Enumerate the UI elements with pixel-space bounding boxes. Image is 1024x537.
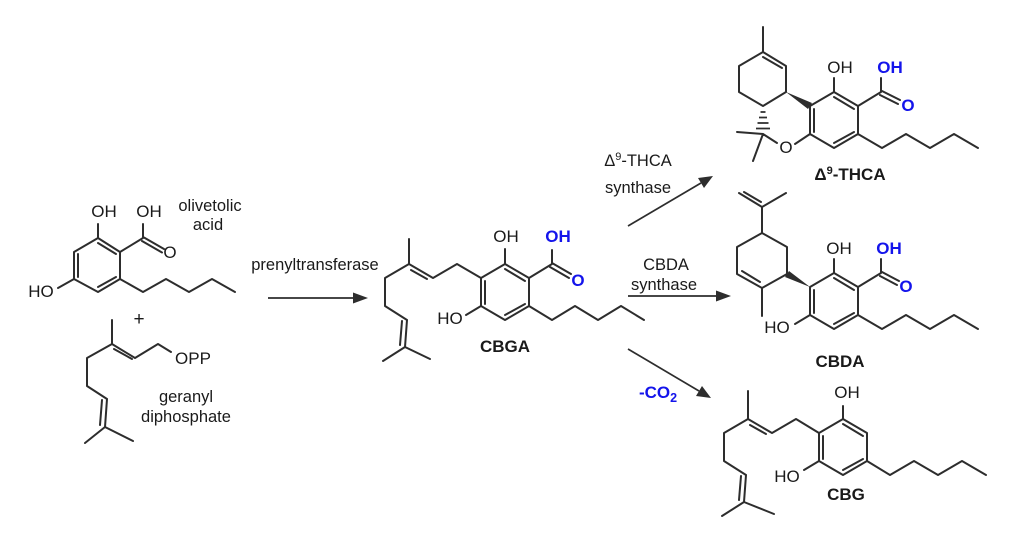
bond-skeleton bbox=[736, 192, 979, 330]
arrow-shaft bbox=[627, 182, 702, 227]
olivetolic-acid-structure: OH OH O HO olivetolic acid bbox=[28, 197, 241, 301]
compound-name: CBG bbox=[827, 485, 865, 504]
enzyme-label-line2: synthase bbox=[605, 179, 671, 197]
molecule-name-line2: diphosphate bbox=[141, 408, 231, 426]
phenol-oh-label: OH bbox=[826, 239, 852, 258]
bond-skeleton bbox=[736, 26, 979, 162]
phenol-oh-label: OH bbox=[827, 58, 853, 77]
phenol-oh-label: OH bbox=[493, 227, 519, 246]
arrow-head bbox=[353, 292, 368, 304]
enzyme-label-line1: Δ9-THCA bbox=[604, 151, 672, 170]
pyran-o-label: O bbox=[779, 138, 792, 157]
carbonyl-o-label-blue: O bbox=[571, 271, 584, 290]
compound-name: CBGA bbox=[480, 337, 530, 356]
carbonyl-o-label-blue: O bbox=[901, 96, 914, 115]
wedge-bond bbox=[786, 92, 812, 109]
bond-skeleton bbox=[721, 390, 987, 517]
cbda-structure: OH OH O HO CBDA bbox=[736, 191, 979, 371]
compound-name: CBDA bbox=[815, 352, 864, 371]
carbonyl-o-label-blue: O bbox=[899, 277, 912, 296]
wedge-bond bbox=[785, 271, 810, 287]
thca-structure: OH OH O O Δ9-THCA bbox=[736, 26, 979, 184]
compound-name: Δ9-THCA bbox=[814, 165, 885, 184]
carboxyl-oh-label-blue: OH bbox=[876, 239, 902, 258]
double-bonds bbox=[99, 348, 133, 426]
delta-glyph: Δ bbox=[604, 152, 615, 170]
bond-skeleton bbox=[84, 319, 172, 444]
superscript-9: 9 bbox=[615, 151, 621, 163]
enzyme-label-line1: CBDA bbox=[643, 256, 689, 274]
double-bonds bbox=[399, 262, 572, 346]
plus-sign: + bbox=[133, 309, 144, 330]
prenyltransferase-arrow: prenyltransferase bbox=[251, 256, 379, 304]
arrow-head bbox=[716, 290, 731, 302]
phenol-oh-label: OH bbox=[91, 202, 117, 221]
decarboxylation-arrow: -CO2 bbox=[627, 348, 711, 405]
molecule-name-line1: geranyl bbox=[159, 388, 213, 406]
molecule-name-line1: olivetolic bbox=[178, 197, 241, 215]
cbda-synthase-arrow: CBDA synthase bbox=[628, 256, 731, 302]
arrow-shaft bbox=[627, 348, 700, 392]
bond-skeleton bbox=[57, 223, 236, 293]
cbga-structure: OH OH O HO CBGA bbox=[382, 227, 645, 362]
double-bonds bbox=[77, 236, 165, 288]
carbonyl-o-label: O bbox=[163, 243, 176, 262]
thca-synthase-arrow: Δ9-THCA synthase bbox=[604, 151, 713, 227]
arrow-head bbox=[696, 386, 711, 398]
hashed-stereo-bond bbox=[756, 111, 770, 130]
co2-loss-label: -CO2 bbox=[639, 383, 677, 405]
carboxyl-oh-label-blue: OH bbox=[545, 227, 571, 246]
phenol-ho-label: HO bbox=[28, 282, 54, 301]
enzyme-label-line2: synthase bbox=[631, 276, 697, 294]
carboxyl-oh-label: OH bbox=[136, 202, 162, 221]
double-bonds bbox=[738, 423, 864, 501]
co2-prefix: -CO bbox=[639, 383, 670, 402]
arrow-head bbox=[698, 176, 713, 188]
subscript-2: 2 bbox=[670, 391, 677, 405]
phenol-ho-label: HO bbox=[774, 467, 800, 486]
double-bonds bbox=[741, 191, 900, 325]
geranyl-diphosphate-structure: OPP geranyl diphosphate bbox=[84, 319, 231, 444]
phenol-ho-label: HO bbox=[437, 309, 463, 328]
carboxyl-oh-label-blue: OH bbox=[877, 58, 903, 77]
superscript-9: 9 bbox=[827, 165, 833, 177]
enzyme-suffix: -THCA bbox=[621, 152, 671, 170]
delta-glyph: Δ bbox=[814, 165, 826, 184]
enzyme-label: prenyltransferase bbox=[251, 256, 378, 274]
cbg-structure: OH HO CBG bbox=[721, 383, 987, 517]
phenol-oh-label: OH bbox=[834, 383, 860, 402]
opp-label: OPP bbox=[175, 349, 211, 368]
double-bonds bbox=[762, 56, 901, 144]
molecule-name-line2: acid bbox=[193, 216, 223, 234]
name-suffix: -THCA bbox=[833, 165, 886, 184]
phenol-ho-label: HO bbox=[764, 318, 790, 337]
